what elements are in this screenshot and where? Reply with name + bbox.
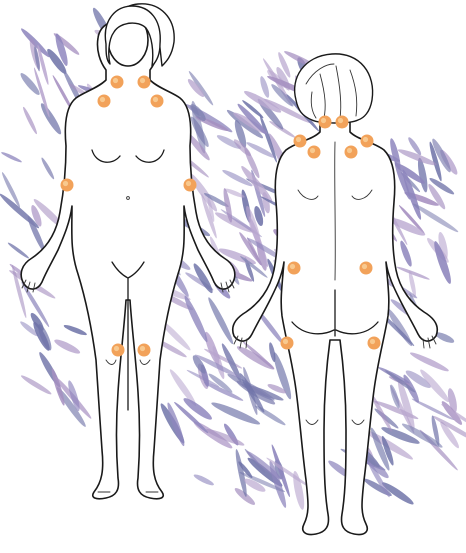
leaf-stroke	[182, 294, 210, 343]
tender-point-back-base-of-skull-left-highlight	[321, 118, 326, 123]
leaf-stroke	[0, 151, 22, 164]
leaf-stroke	[40, 157, 56, 181]
tender-point-front-elbow-left-highlight	[63, 181, 68, 186]
back-spine-line	[335, 142, 336, 280]
leaf-stroke	[20, 374, 53, 397]
leaf-stroke	[193, 473, 215, 487]
tender-point-front-lower-neck-left-highlight	[113, 78, 118, 83]
leaf-background	[0, 6, 466, 511]
tender-point-back-shoulder-blade-left-highlight	[310, 148, 315, 153]
tender-point-back-hip-right-highlight	[362, 264, 367, 269]
tender-point-back-thigh-right-highlight	[370, 339, 375, 344]
leaf-stroke	[7, 241, 30, 259]
tender-point-front-knee-left-highlight	[114, 346, 119, 351]
tender-point-front-chest-left-highlight	[100, 97, 105, 102]
tender-point-back-hip-left-highlight	[290, 264, 295, 269]
tender-point-front-lower-neck-right-highlight	[140, 78, 145, 83]
leaf-stroke	[181, 395, 214, 422]
leaf-stroke	[409, 350, 450, 373]
leaf-stroke	[21, 106, 38, 135]
leaf-stroke	[38, 101, 64, 136]
leaf-stroke	[63, 323, 88, 337]
tender-point-front-elbow-right-highlight	[186, 181, 191, 186]
leaf-stroke	[258, 75, 271, 98]
tender-point-back-upper-shoulder-left-highlight	[296, 137, 301, 142]
leaf-stroke	[187, 70, 215, 107]
tender-point-back-base-of-skull-right-highlight	[338, 118, 343, 123]
tender-point-front-knee-right-highlight	[140, 346, 145, 351]
leaf-stroke	[53, 337, 82, 356]
tender-point-front-chest-right-highlight	[153, 97, 158, 102]
tender-point-back-thigh-left-highlight	[283, 339, 288, 344]
tender-point-back-upper-shoulder-right-highlight	[363, 137, 368, 142]
tender-point-back-shoulder-blade-right-highlight	[347, 148, 352, 153]
